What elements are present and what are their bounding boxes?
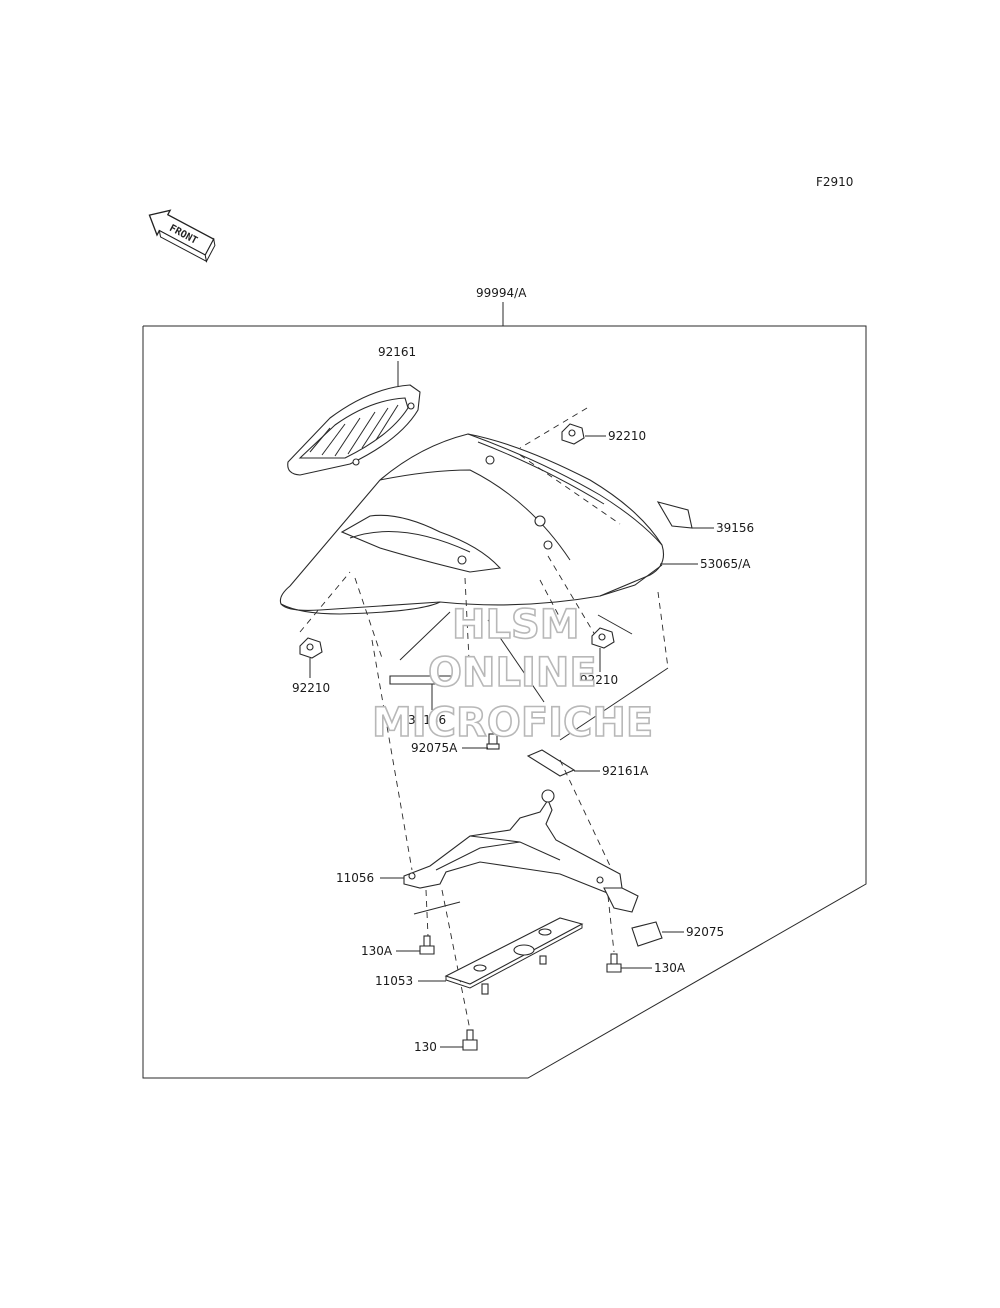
kit-outline	[142, 325, 867, 1079]
bracket-part	[403, 789, 639, 913]
label-pad: 92161A	[602, 764, 649, 778]
label-tape-right: 39156	[716, 521, 754, 535]
figure-code: F2910	[816, 175, 853, 189]
svg-text:MICROFICHE: MICROFICHE	[372, 700, 653, 746]
tape-left-part	[389, 675, 455, 685]
tape-right-part	[656, 501, 693, 529]
label-seat-cover: 53065/A	[700, 557, 751, 571]
label-bolt-left: 130A	[361, 944, 393, 958]
pad-part	[526, 749, 576, 777]
label-nut-right: 92210	[580, 673, 618, 687]
label-bolt-bottom: 130	[414, 1040, 437, 1054]
label-tape-left: 39156	[408, 713, 446, 727]
label-bracket: 11056	[336, 871, 374, 885]
label-rubber-block: 92075	[686, 925, 724, 939]
bolt-bottom-part	[462, 1029, 478, 1051]
nut-left-part	[299, 637, 323, 659]
label-assembly: 99994/A	[476, 286, 527, 300]
seat-cover-part	[279, 433, 665, 615]
nut-top-part	[561, 423, 585, 445]
front-arrow-icon: FRONT	[148, 209, 216, 263]
svg-text:ONLINE: ONLINE	[428, 650, 597, 696]
label-nut-left: 92210	[292, 681, 330, 695]
bolt-small-part	[486, 733, 500, 750]
bolt-right-part	[606, 953, 622, 973]
watermark: HLSM ONLINE MICROFICHE	[371, 601, 654, 747]
nut-right-part	[591, 627, 615, 649]
rubber-block-part	[631, 921, 663, 947]
plate-part	[444, 917, 584, 995]
label-nut-top: 92210	[608, 429, 646, 443]
label-plate: 11053	[375, 974, 413, 988]
svg-text:HLSM: HLSM	[452, 602, 580, 648]
label-bolt-small: 92075A	[411, 741, 458, 755]
bolt-left-part	[419, 935, 435, 955]
cover-rubber-part	[287, 384, 421, 476]
label-cover-rubber: 92161	[378, 345, 416, 359]
label-bolt-right: 130A	[654, 961, 686, 975]
